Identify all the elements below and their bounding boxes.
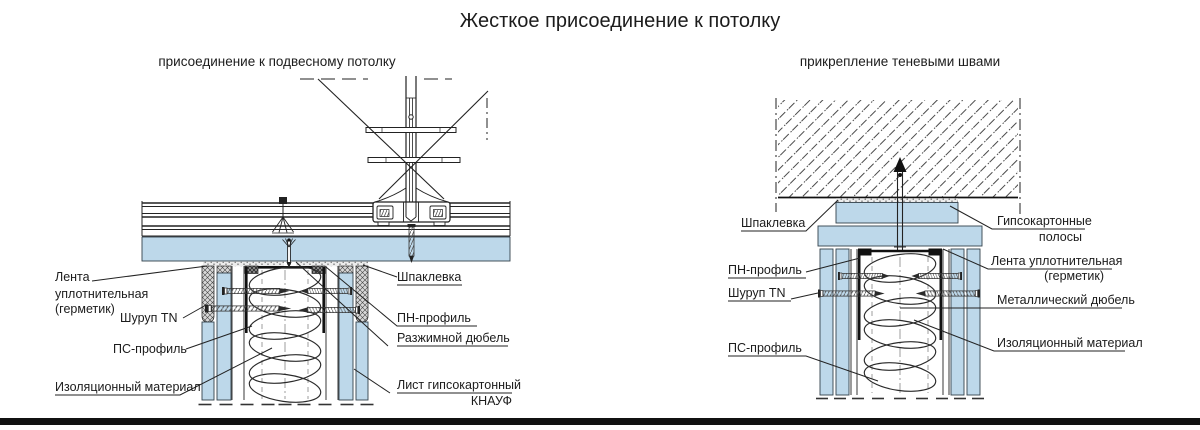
label-pn-profile: ПН-профиль: [397, 311, 471, 325]
screw-tn: [221, 286, 290, 296]
screw-tn: [298, 305, 361, 315]
profile-clip: [272, 197, 294, 234]
label-putty: Шпаклевка: [741, 216, 805, 230]
right-leaders: [728, 199, 1125, 382]
sealing-tape-block: [928, 248, 942, 256]
right-partition: [816, 248, 984, 400]
insulation-coil: [248, 266, 322, 403]
board-layer: [966, 248, 981, 396]
left-leaders: [55, 261, 512, 396]
label-insulation: Изоляционный материал: [55, 380, 201, 394]
board-layer: [355, 321, 369, 401]
page-title: Жесткое присоединение к потолку: [460, 10, 780, 32]
label-sealing-tape: (герметик): [1044, 269, 1104, 283]
label-pn-profile: ПН-профиль: [728, 263, 802, 277]
label-knauf: КНАУФ: [471, 394, 512, 408]
footer-bar: [0, 418, 1200, 425]
ceiling-board: [817, 225, 983, 247]
label-gypsum-sheet: Лист гипсокартонный: [397, 378, 521, 392]
label-putty: Шпаклевка: [397, 270, 461, 284]
screw-tn: [204, 303, 292, 314]
label-metal-dowel: Металлический дюбель: [997, 293, 1135, 307]
label-sealing-tape: (герметик): [55, 302, 115, 316]
left-detail: Лента уплотнительная (герметик) Шуруп TN…: [55, 76, 521, 408]
board-layer: [950, 248, 965, 396]
metal-anchor: [893, 157, 907, 250]
label-gypsum-strips: полосы: [1039, 230, 1082, 244]
board-layer: [819, 248, 834, 396]
label-screw-tn: Шуруп TN: [120, 311, 178, 325]
hanger-wire-right: [378, 90, 489, 200]
label-sealing-tape: Лента уплотнительная: [991, 254, 1122, 268]
metal-dowel-screw: [817, 288, 886, 299]
left-subtitle: присоединение к подвесному потолку: [158, 54, 396, 69]
label-expansion-dowel: Разжимной дюбель: [397, 331, 510, 345]
ceiling-layers: [141, 201, 511, 237]
left-partition: [198, 238, 374, 406]
hanger-bar-upper: [365, 127, 457, 133]
label-insulation: Изоляционный материал: [997, 336, 1143, 350]
label-sealing-tape: Лента: [55, 270, 90, 284]
screw-tn: [910, 271, 963, 281]
board-layer: [835, 248, 850, 396]
suspension-bracket: [372, 187, 451, 226]
sealing-tape-left: [201, 265, 215, 323]
ceiling-hanger: [300, 76, 489, 203]
putty-seam: [296, 261, 368, 267]
label-ps-profile: ПС-профиль: [113, 342, 187, 356]
board-layer: [201, 321, 215, 401]
hanger-wire-left: [317, 78, 445, 200]
sealing-tape-block: [858, 248, 872, 256]
label-ps-profile: ПС-профиль: [728, 341, 802, 355]
ceiling-board: [141, 236, 511, 262]
label-screw-tn: Шуруп TN: [728, 286, 786, 300]
expansion-dowel: [282, 238, 296, 268]
metal-dowel-screw: [915, 288, 981, 299]
screw-tn: [837, 271, 891, 281]
putty-seam: [203, 261, 284, 267]
board-layer: [216, 272, 232, 401]
right-subtitle: прикрепление теневыми швами: [800, 54, 1000, 69]
insulation-coil: [863, 253, 937, 392]
label-sealing-tape: уплотнительная: [55, 287, 148, 301]
hanger-bar-lower: [367, 157, 461, 163]
label-gypsum-strips: Гипсокартонные: [997, 214, 1092, 228]
board-screw: [407, 224, 416, 263]
right-detail: Шпаклевка ПН-профиль Шуруп TN ПС-профиль…: [728, 98, 1143, 400]
screw-tn: [299, 286, 353, 296]
